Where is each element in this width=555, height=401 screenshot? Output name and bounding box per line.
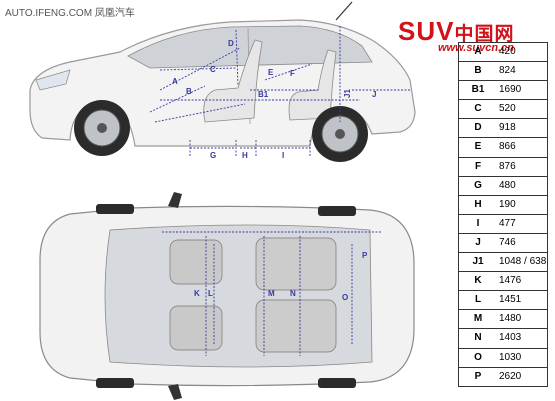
dimension-row: M 1480 — [459, 310, 547, 330]
dimension-key: M — [473, 313, 483, 325]
logo-main-text: SUV — [398, 16, 455, 46]
dimension-key: K — [474, 275, 482, 287]
dimension-key: G — [474, 179, 482, 191]
side-label-f: F — [290, 69, 295, 78]
logo-cn-text: 中国网 — [454, 24, 515, 45]
dimension-row: J 746 — [459, 234, 547, 254]
dimension-key: J1 — [472, 256, 484, 268]
logo-sub-text: www.suvcn.cn — [438, 42, 515, 54]
dimension-value: 1030 — [499, 351, 522, 363]
dimension-value: 876 — [499, 160, 516, 172]
dimension-value: 1451 — [499, 294, 522, 306]
top-label-p: P — [362, 251, 368, 260]
top-dimension-lines — [162, 231, 382, 356]
dimension-row: G 480 — [459, 177, 547, 196]
dimension-row: C 520 — [459, 100, 547, 120]
side-label-j1: J1 — [343, 89, 352, 98]
dimension-value: 190 — [499, 198, 516, 210]
dimension-key: D — [474, 122, 482, 134]
dimension-key: A — [474, 46, 482, 57]
dimension-value: 1480 — [499, 313, 522, 325]
dimension-row: L 1451 — [459, 291, 547, 311]
side-label-b: B — [186, 87, 192, 96]
dimension-row: K 1476 — [459, 272, 547, 292]
dimension-value: 918 — [499, 122, 516, 134]
side-label-d: D — [228, 39, 234, 48]
side-label-i: I — [282, 151, 284, 160]
dimension-row: N 1403 — [459, 329, 547, 349]
dimension-value: 420 — [499, 46, 516, 57]
dimension-value: 1403 — [499, 332, 522, 344]
side-dimension-lines — [149, 26, 410, 156]
side-label-j: J — [372, 90, 376, 99]
side-label-b1: B1 — [258, 90, 269, 99]
dimension-row: F 876 — [459, 158, 547, 177]
dimension-value: 1476 — [499, 275, 522, 287]
dimension-key: B — [474, 65, 482, 77]
side-label-g: G — [210, 151, 216, 160]
top-label-m: M — [268, 289, 275, 298]
source-watermark: AUTO.IFENG.COM 凤凰汽车 — [5, 8, 135, 19]
dimension-value: 477 — [499, 217, 516, 229]
top-label-k: K — [194, 289, 200, 298]
dimension-row: P 2620 — [459, 368, 547, 387]
dimension-row: I 477 — [459, 215, 547, 234]
dimension-row: B1 1690 — [459, 81, 547, 101]
dimension-value: 2620 — [499, 370, 522, 382]
top-dimension-labels: K L M N O P — [194, 251, 368, 302]
dimension-key: B1 — [471, 84, 485, 96]
dimension-key: L — [474, 294, 482, 306]
dimension-value: 866 — [499, 141, 516, 153]
dimension-row: B 824 — [459, 62, 547, 82]
dimension-row: H 190 — [459, 196, 547, 215]
dimension-key: C — [474, 103, 482, 115]
dimension-row: E 866 — [459, 138, 547, 158]
side-view-car — [29, 1, 416, 162]
dimension-value: 1690 — [499, 84, 522, 96]
dimension-value: 824 — [499, 65, 516, 77]
dimension-value: 480 — [499, 179, 516, 191]
side-dimension-labels: A B B1 C D E F G H I J J1 — [172, 39, 376, 160]
side-label-c: C — [210, 65, 216, 74]
dimension-row: D 918 — [459, 119, 547, 139]
dimension-value: 520 — [499, 103, 516, 115]
dimension-value: 746 — [499, 236, 516, 248]
dimension-key: N — [474, 332, 482, 344]
side-label-h: H — [242, 151, 248, 160]
top-view-car — [39, 192, 415, 400]
dimension-key: H — [474, 198, 482, 210]
site-logo: SUV中国网 www.suvcn.cn — [398, 18, 514, 54]
dimension-value: 1048 / 638 — [499, 256, 547, 268]
dimension-row: A 420 — [459, 42, 547, 63]
dimension-key: P — [474, 370, 482, 382]
top-label-n: N — [290, 289, 296, 298]
dimension-key: F — [474, 160, 482, 172]
top-label-l: L — [208, 289, 213, 298]
dimension-row: O 1030 — [459, 349, 547, 368]
dimension-row: J1 1048 / 638 — [459, 253, 547, 273]
top-label-o: O — [342, 293, 348, 302]
dimension-key: I — [476, 217, 480, 229]
dimension-key: O — [474, 351, 482, 363]
dimension-key: E — [474, 141, 482, 153]
side-label-a: A — [172, 77, 178, 86]
side-label-e: E — [268, 68, 274, 77]
dimension-key: J — [475, 236, 481, 248]
